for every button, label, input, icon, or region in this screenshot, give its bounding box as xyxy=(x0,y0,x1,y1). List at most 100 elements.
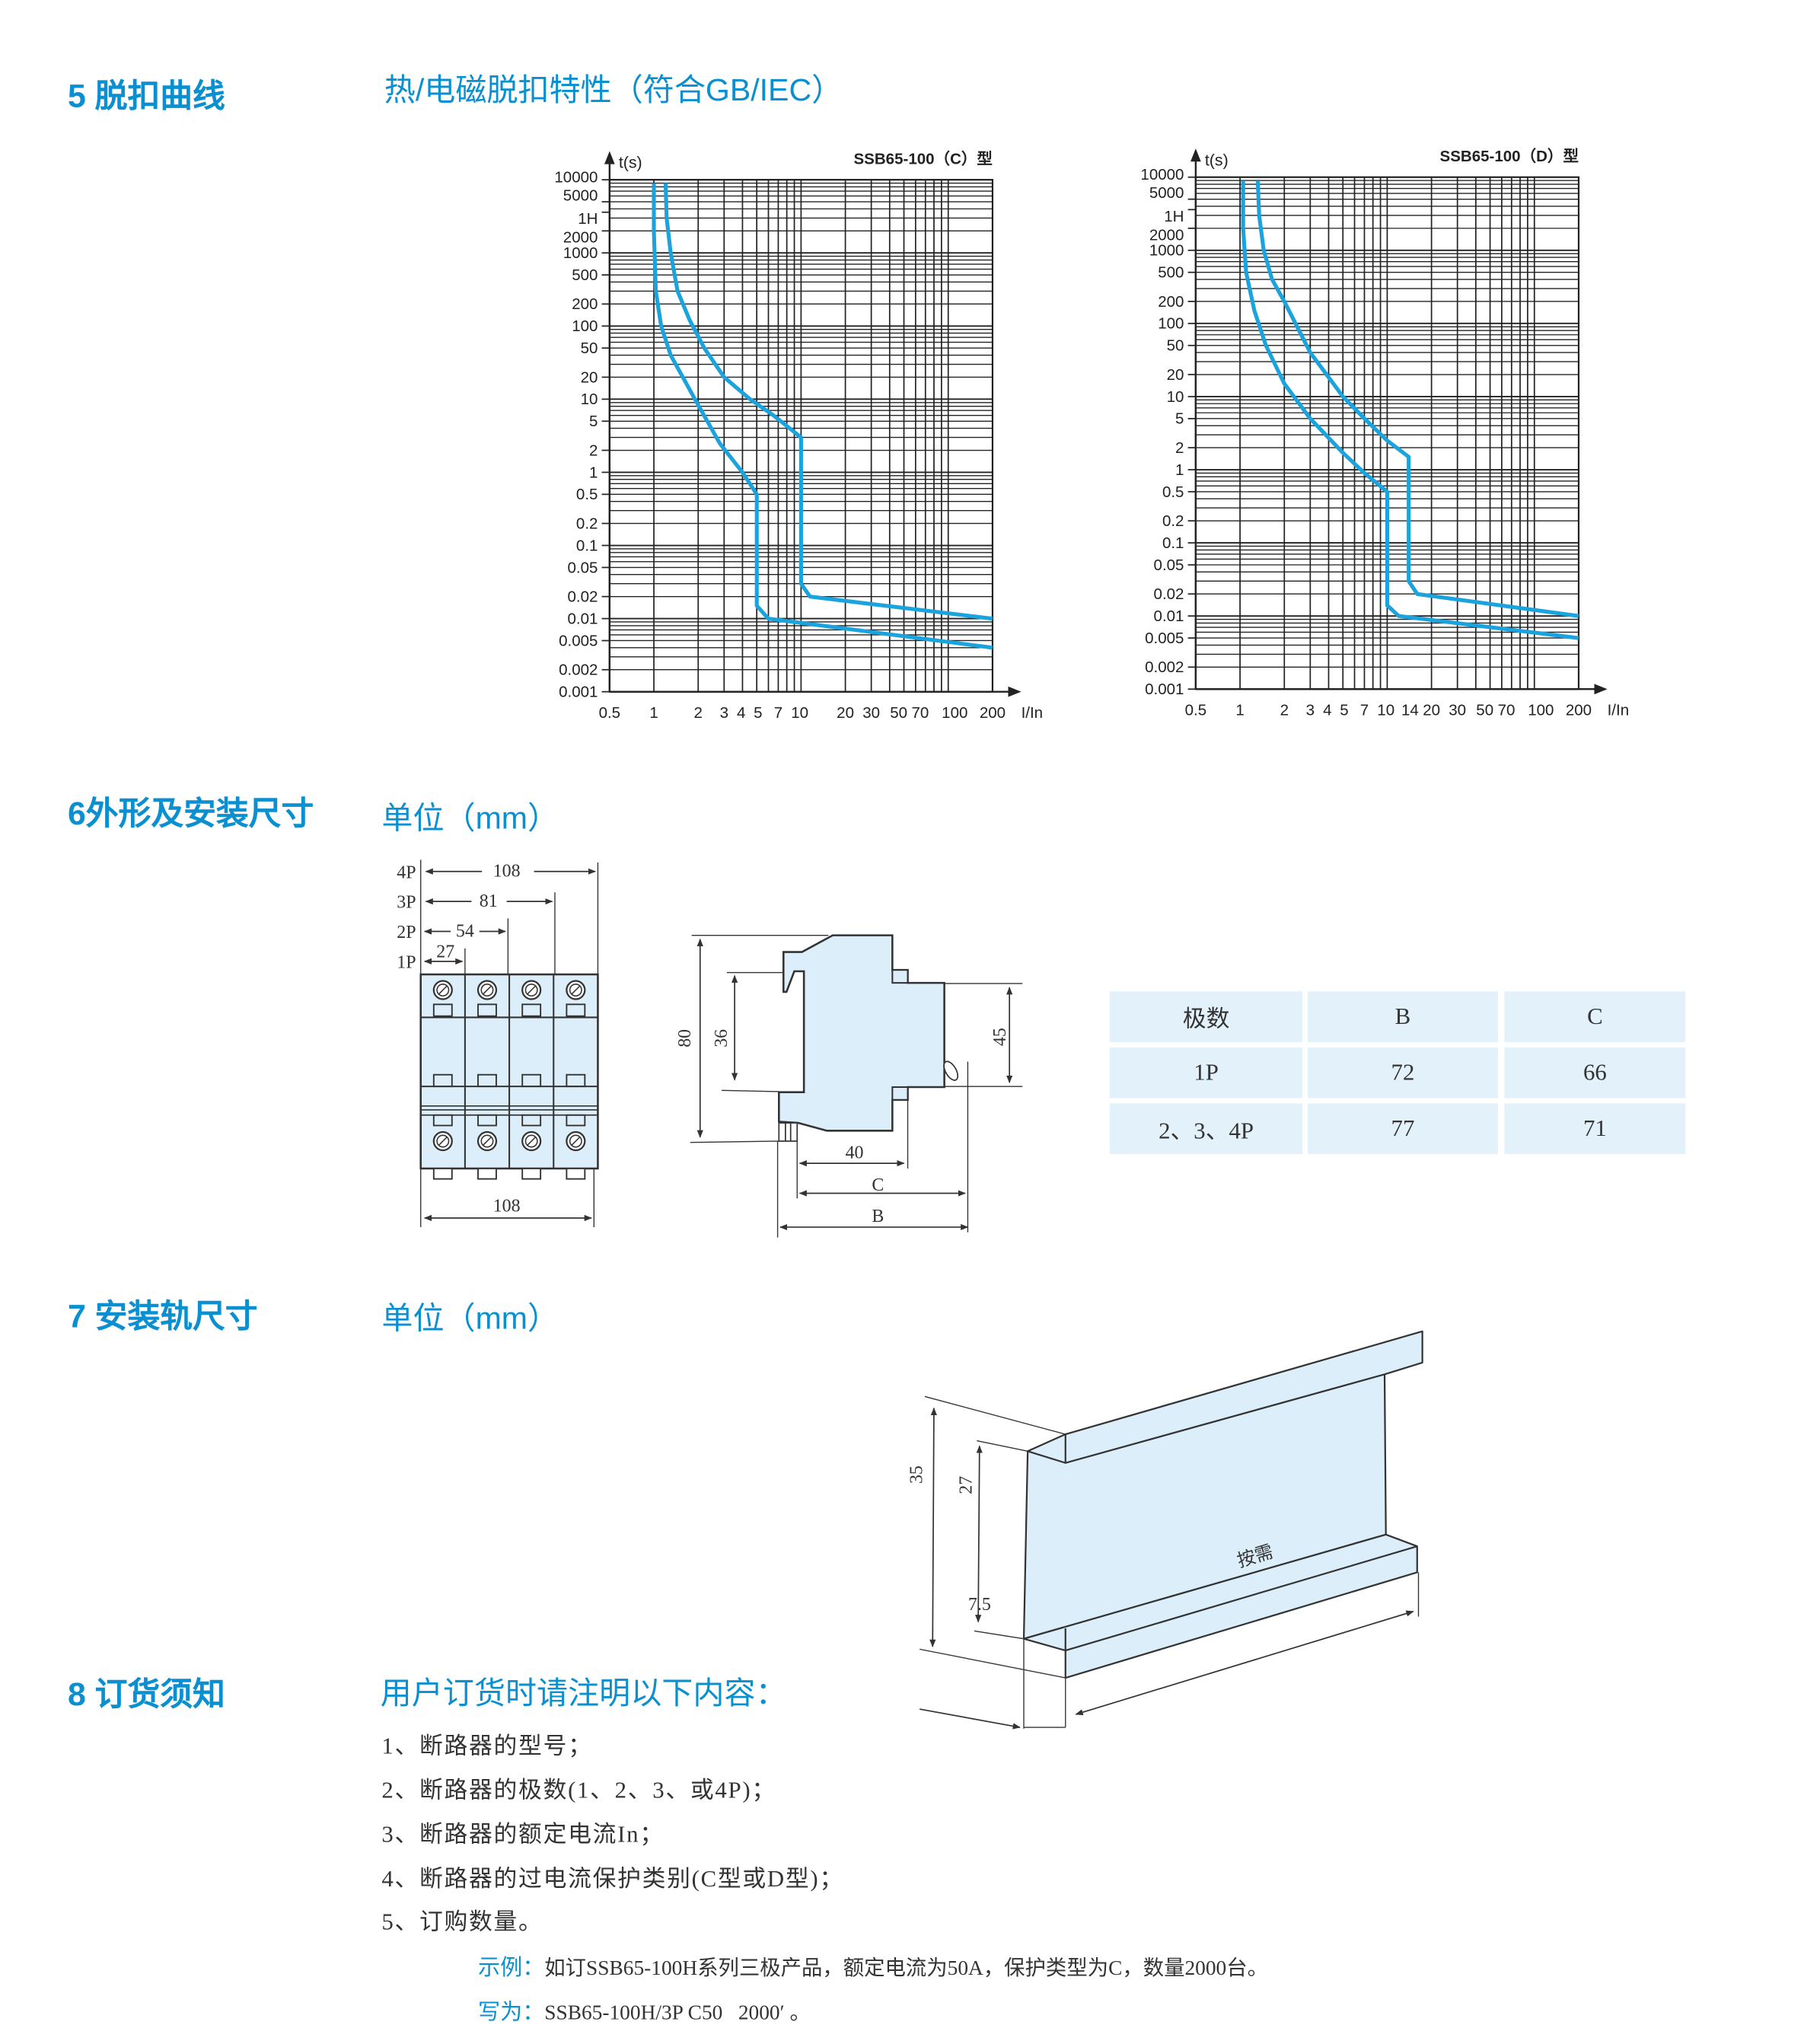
order-item-3: 3、断路器的额定电流In； xyxy=(381,1821,665,1848)
x-tick-label: 30 xyxy=(862,704,880,722)
y-tick-label: 0.05 xyxy=(1154,556,1184,574)
y-tick-label: 0.002 xyxy=(559,662,598,679)
screw-slot xyxy=(438,1137,448,1146)
rail-height-35: 35 xyxy=(907,1465,927,1484)
mount-tab xyxy=(521,1168,542,1180)
section-6-subtitle: 单位（mm） xyxy=(381,801,559,837)
width-b: B xyxy=(872,1207,884,1226)
y-axis-label: t(s) xyxy=(619,154,642,172)
width-1p: 27 xyxy=(436,942,454,962)
y-tick-label: 20 xyxy=(1167,366,1184,384)
table-header-poles: 极数 xyxy=(1109,991,1303,1042)
curve-lower-limit xyxy=(652,183,993,650)
x-tick-label: 2 xyxy=(1280,701,1289,719)
y-tick-label: 500 xyxy=(572,266,598,284)
y-axis-arrow-icon xyxy=(604,151,615,164)
x-axis-label: I/In xyxy=(1608,701,1630,719)
chart-c-type: 1000050001H200010005002001005020105210.5… xyxy=(554,150,1043,722)
x-tick-label: 3 xyxy=(720,704,728,722)
x-tick-label: 200 xyxy=(980,704,1006,722)
terminal-screw-inner xyxy=(480,984,494,996)
screw-slot xyxy=(438,985,448,995)
x-tick-label: 30 xyxy=(1449,701,1466,719)
pole-label-1p: 1P xyxy=(397,952,416,972)
height-45: 45 xyxy=(990,1028,1010,1046)
curve-lower-limit xyxy=(1241,180,1579,640)
y-tick-label: 0.01 xyxy=(1154,607,1184,625)
y-tick-label: 0.001 xyxy=(1145,681,1184,698)
x-tick-label: 50 xyxy=(890,704,907,722)
y-tick-label: 1 xyxy=(1175,461,1184,479)
section-7-subtitle: 单位（mm） xyxy=(381,1301,559,1337)
rail-height-27: 27 xyxy=(957,1476,977,1494)
y-tick-label: 10000 xyxy=(1140,166,1184,183)
x-tick-label: 7 xyxy=(1360,701,1369,719)
x-axis-arrow-icon xyxy=(1008,686,1022,697)
x-tick-label: 1 xyxy=(649,704,658,722)
pole-label-3p: 3P xyxy=(397,893,416,913)
rail-depth-7-5: 7.5 xyxy=(968,1595,991,1615)
y-tick-label: 1H xyxy=(1164,208,1184,225)
terminal-screw-inner xyxy=(524,1134,538,1148)
x-tick-label: 70 xyxy=(1498,701,1516,719)
chart-title: SSB65-100（C）型 xyxy=(853,150,992,168)
screw-slot xyxy=(527,985,536,995)
x-axis-arrow-icon xyxy=(1594,684,1608,695)
y-tick-label: 100 xyxy=(572,317,598,335)
terminal-screw-inner xyxy=(569,1134,582,1148)
y-tick-label: 1 xyxy=(589,464,598,481)
terminal-window xyxy=(432,1073,453,1088)
order-item-4: 4、断路器的过电流保护类别(C型或D型)； xyxy=(381,1865,844,1892)
x-tick-label: 0.5 xyxy=(1185,701,1207,719)
y-tick-label: 0.01 xyxy=(568,610,598,627)
table-cell: 72 xyxy=(1308,1047,1498,1099)
table-cell: 1P xyxy=(1109,1047,1303,1099)
y-tick-label: 10 xyxy=(581,391,598,408)
pole-label-2p: 2P xyxy=(397,923,416,942)
terminal-window xyxy=(521,1073,542,1088)
height-36: 36 xyxy=(712,1029,731,1048)
trip-curve-charts: 1000050001H200010005002001005020105210.5… xyxy=(554,147,1630,722)
width-c: C xyxy=(872,1175,884,1195)
x-tick-label: 14 xyxy=(1401,701,1419,719)
y-tick-label: 0.005 xyxy=(1145,630,1184,647)
order-write-as: 写为：SSB65-100H/3P C50 2000′ 。 xyxy=(478,1993,811,2026)
table-cell: 77 xyxy=(1308,1103,1498,1155)
y-tick-label: 100 xyxy=(1158,315,1184,333)
y-tick-label: 0.5 xyxy=(576,486,598,503)
y-tick-label: 500 xyxy=(1158,264,1184,282)
x-tick-label: 4 xyxy=(1323,701,1331,719)
screw-slot xyxy=(527,1137,536,1146)
terminal-screw-inner xyxy=(436,1134,450,1148)
section-5-subtitle: 热/电磁脱扣特性（符合GB/IEC） xyxy=(384,72,843,109)
mount-tab xyxy=(477,1168,497,1180)
x-tick-label: 3 xyxy=(1306,701,1315,719)
x-tick-label: 100 xyxy=(1528,701,1554,719)
y-tick-label: 1000 xyxy=(563,244,598,262)
terminal-window xyxy=(521,1003,542,1017)
y-tick-label: 0.2 xyxy=(1162,512,1184,530)
y-axis-arrow-icon xyxy=(1190,148,1201,162)
chart-title: SSB65-100（D）型 xyxy=(1440,147,1579,165)
section-8-title: 8 订货须知 xyxy=(67,1676,225,1714)
curve-upper-limit xyxy=(1255,180,1579,618)
x-tick-label: 2 xyxy=(694,704,703,722)
table-header-c: C xyxy=(1504,991,1686,1042)
y-tick-label: 2000 xyxy=(1149,226,1184,244)
y-tick-label: 2 xyxy=(589,442,598,459)
din-rail-drawing: 35 27 7.5 按需 xyxy=(907,1330,1423,1730)
y-tick-label: 0.02 xyxy=(568,588,598,605)
table-cell: 66 xyxy=(1504,1047,1686,1099)
x-tick-label: 200 xyxy=(1566,701,1592,719)
width-2p: 54 xyxy=(456,921,474,941)
x-tick-label: 20 xyxy=(1423,701,1440,719)
front-view xyxy=(419,859,599,1227)
terminal-window xyxy=(432,1114,453,1127)
section-6-title: 6外形及安装尺寸 xyxy=(67,796,314,833)
x-tick-label: 50 xyxy=(1476,701,1493,719)
terminal-screw-inner xyxy=(569,984,582,996)
x-tick-label: 0.5 xyxy=(599,704,621,722)
y-tick-label: 1H xyxy=(578,210,598,228)
terminal-screw-inner xyxy=(480,1134,494,1148)
bottom-width: 108 xyxy=(493,1196,521,1216)
